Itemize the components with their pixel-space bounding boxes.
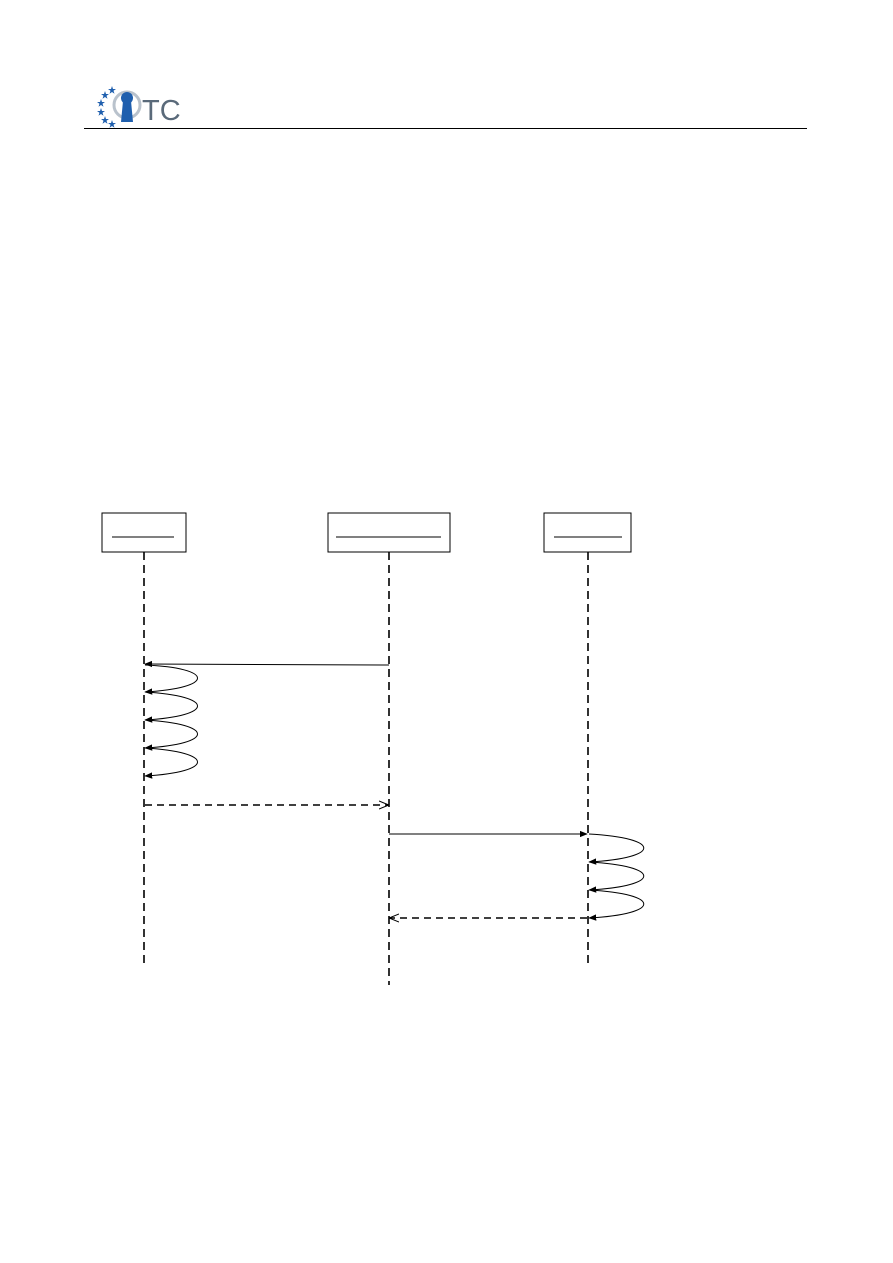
self-call-arrow: [588, 833, 644, 865]
keyhole-icon: [112, 90, 142, 122]
self-call-arrow: [144, 691, 198, 723]
header-rule: [84, 128, 807, 129]
message-arrow: [144, 660, 390, 668]
star-icon: [108, 120, 116, 128]
star-icon: [97, 99, 105, 107]
self-call-arrow: [144, 719, 198, 751]
self-call-arrow: [144, 747, 198, 779]
logo-text: TC: [142, 95, 181, 127]
star-icon: [101, 91, 109, 99]
star-icon: [108, 86, 116, 94]
star-icon: [101, 116, 109, 124]
participant-middle: [327, 512, 451, 553]
participant-left: [101, 512, 187, 553]
participant-right: [543, 512, 632, 553]
self-call-arrow: [588, 861, 644, 893]
star-icon: [97, 108, 105, 116]
itc-logo: TC: [97, 86, 181, 128]
self-call-arrow: [144, 664, 198, 695]
self-call-arrow: [588, 889, 644, 921]
star-ring-icon: [97, 86, 116, 128]
